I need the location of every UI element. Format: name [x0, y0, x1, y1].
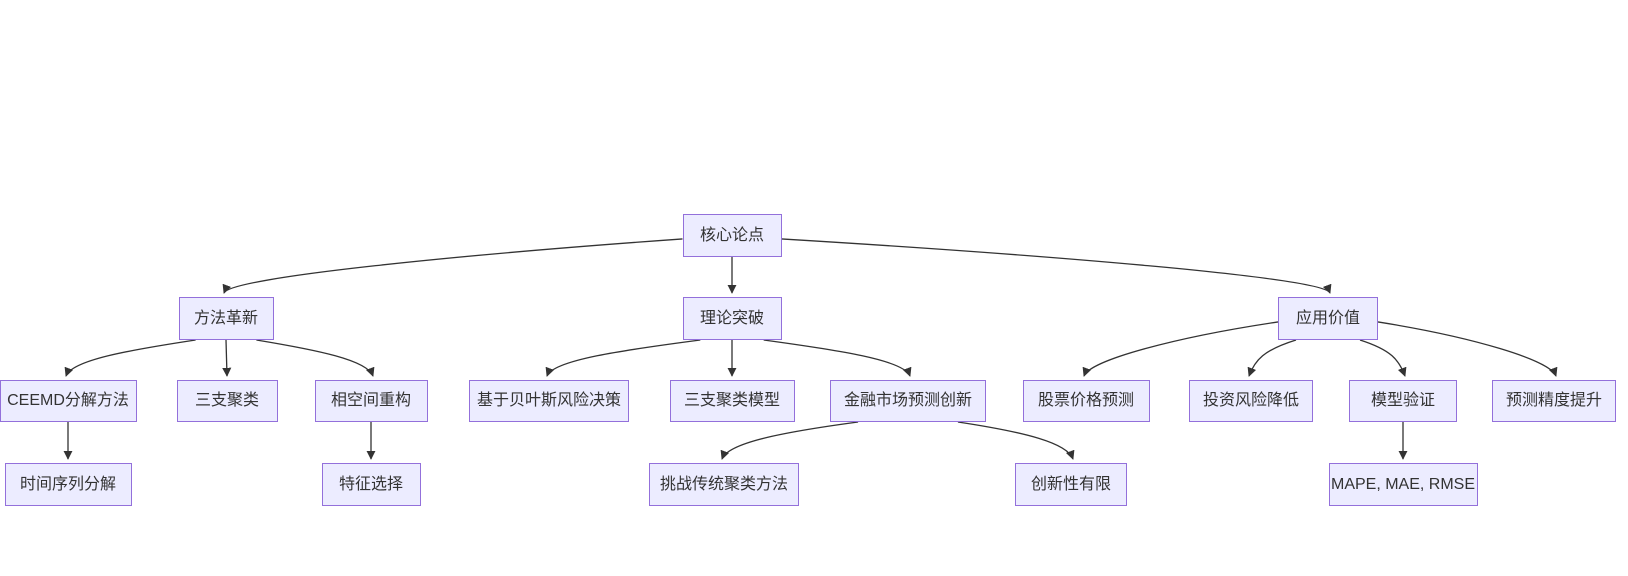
edge-root-to-method	[222, 238, 683, 294]
flowchart-node-validation: 模型验证	[1349, 380, 1457, 422]
edge-application-to-risk	[1247, 339, 1297, 377]
edge-application-to-accuracy	[1377, 321, 1558, 377]
flowchart-node-risk: 投资风险降低	[1189, 380, 1313, 422]
flowchart-node-ceemd: CEEMD分解方法	[0, 380, 137, 422]
edge-method-to-phase-space	[256, 339, 375, 377]
edge-method-to-three-way	[222, 339, 232, 377]
flowchart-node-challenge: 挑战传统聚类方法	[649, 463, 799, 506]
flowchart-node-theory: 理论突破	[682, 297, 782, 340]
flowchart-node-metrics: MAPE, MAE, RMSE	[1328, 463, 1478, 506]
edge-paths	[63, 238, 1558, 460]
flowchart-node-ts-decomp: 时间序列分解	[4, 463, 132, 506]
edge-fin-innovation-to-challenge	[720, 421, 859, 460]
flowchart-node-accuracy: 预测精度提升	[1492, 380, 1616, 422]
edge-method-to-ceemd	[64, 339, 196, 377]
edge-root-to-application	[781, 238, 1332, 294]
flowchart-node-phase-space: 相空间重构	[314, 380, 428, 422]
flowchart-node-stock: 股票价格预测	[1022, 380, 1150, 422]
flowchart-node-bayes: 基于贝叶斯风险决策	[469, 380, 629, 422]
flowchart-node-twc-model: 三支聚类模型	[669, 380, 795, 422]
flowchart-node-application: 应用价值	[1278, 297, 1378, 340]
flowchart-node-three-way: 三支聚类	[176, 380, 278, 422]
edge-fin-innovation-to-limited	[957, 421, 1075, 460]
edge-application-to-stock	[1082, 321, 1279, 377]
flowchart-node-fin-innovation: 金融市场预测创新	[830, 380, 986, 422]
flowchart-node-root: 核心论点	[682, 214, 782, 257]
flowchart-node-feature: 特征选择	[321, 463, 421, 506]
flowchart-node-method: 方法革新	[178, 297, 274, 340]
edge-application-to-validation	[1359, 339, 1407, 377]
edge-theory-to-fin-innovation	[763, 339, 912, 377]
edge-theory-to-bayes	[545, 339, 701, 377]
flowchart-node-limited: 创新性有限	[1015, 463, 1127, 506]
